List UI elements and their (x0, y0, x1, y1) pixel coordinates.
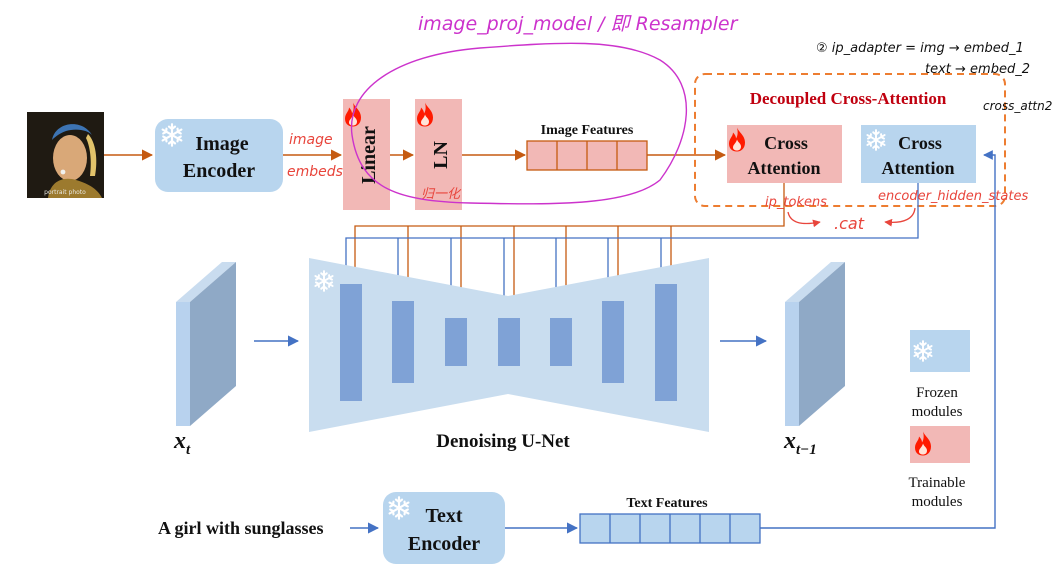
annotation-encoder-hidden-states: encoder_hidden_states (878, 189, 1028, 204)
cross-attention-trainable-line1: Cross (764, 133, 808, 153)
annotation-ln-note: 归一化 (421, 187, 462, 202)
legend-frozen-label: Frozen (916, 385, 958, 401)
image-features-label: Image Features (541, 123, 634, 138)
unet-block (602, 301, 624, 383)
annotation-arrow (884, 207, 916, 227)
annotation-ip-tokens: ip_tokens (765, 195, 827, 210)
latent-output (785, 262, 845, 426)
linear-block: Linear (343, 99, 390, 210)
annotation-image-embeds-2: embeds (287, 164, 343, 180)
denoising-unet (309, 258, 709, 432)
unet-block (550, 318, 572, 366)
image-encoder-label-line1: Image (195, 133, 248, 155)
linear-label: Linear (358, 126, 380, 184)
text-encoder-block: Text Encoder (383, 492, 505, 564)
decoupled-title: Decoupled Cross-Attention (750, 89, 947, 108)
svg-text:portrait photo: portrait photo (44, 189, 86, 196)
ln-label: LN (430, 141, 452, 169)
unet-label: Denoising U-Net (436, 431, 570, 452)
image-features-block: Image Features (526, 123, 648, 171)
text-encoder-label-line1: Text (425, 505, 462, 527)
image-encoder-block: Image Encoder (155, 119, 283, 192)
unet-block (498, 318, 520, 366)
arrow-text-features-to-cross-attention (760, 150, 996, 529)
unet-block (340, 284, 362, 401)
cross-attention-trainable: Cross Attention (727, 125, 842, 183)
annotation-top-note: image_proj_model / 即 Resampler (418, 13, 739, 35)
text-encoder-label-line2: Encoder (408, 533, 480, 555)
ln-block: LN (415, 99, 462, 210)
annotation-ip-adapter-3: cross_attn2 (983, 99, 1052, 113)
annotation-cat: .cat (834, 214, 865, 233)
image-encoder-label-line2: Encoder (183, 160, 255, 182)
unet-block (655, 284, 677, 401)
cross-attention-frozen-line1: Cross (898, 133, 942, 153)
decoupled-cross-attention-group: Decoupled Cross-Attention Cross Attentio… (694, 73, 1006, 207)
cross-attention-trainable-line2: Attention (748, 158, 821, 178)
portrait-image: portrait photo (27, 112, 104, 198)
unet-block (445, 318, 467, 366)
annotation-ip-adapter-2: text → embed_2 (925, 62, 1030, 77)
latent-input-label: xt (173, 428, 191, 458)
annotations: image_proj_model / 即 Resampler ② ip_adap… (287, 13, 1052, 233)
cross-attention-frozen: Cross Attention (861, 125, 976, 183)
text-features-label: Text Features (626, 496, 708, 511)
legend-trainable-label-2: modules (912, 494, 963, 510)
legend-trainable-label: Trainable (909, 475, 966, 491)
annotation-ip-adapter-1: ② ip_adapter = img → embed_1 (816, 41, 1024, 56)
latent-output-label: xt−1 (783, 428, 817, 458)
latent-input (176, 262, 236, 426)
annotation-arrow (787, 211, 821, 228)
text-features-block: Text Features (579, 496, 761, 544)
legend-frozen-label-2: modules (912, 404, 963, 420)
legend: Frozen modules Trainable modules (909, 330, 970, 510)
annotation-circle (350, 42, 688, 205)
legend-frozen-swatch (910, 330, 970, 372)
prompt-text: A girl with sunglasses (158, 518, 324, 538)
annotation-image-embeds-1: image (289, 132, 333, 148)
cross-attention-frozen-line2: Attention (882, 158, 955, 178)
unet-block (392, 301, 414, 383)
